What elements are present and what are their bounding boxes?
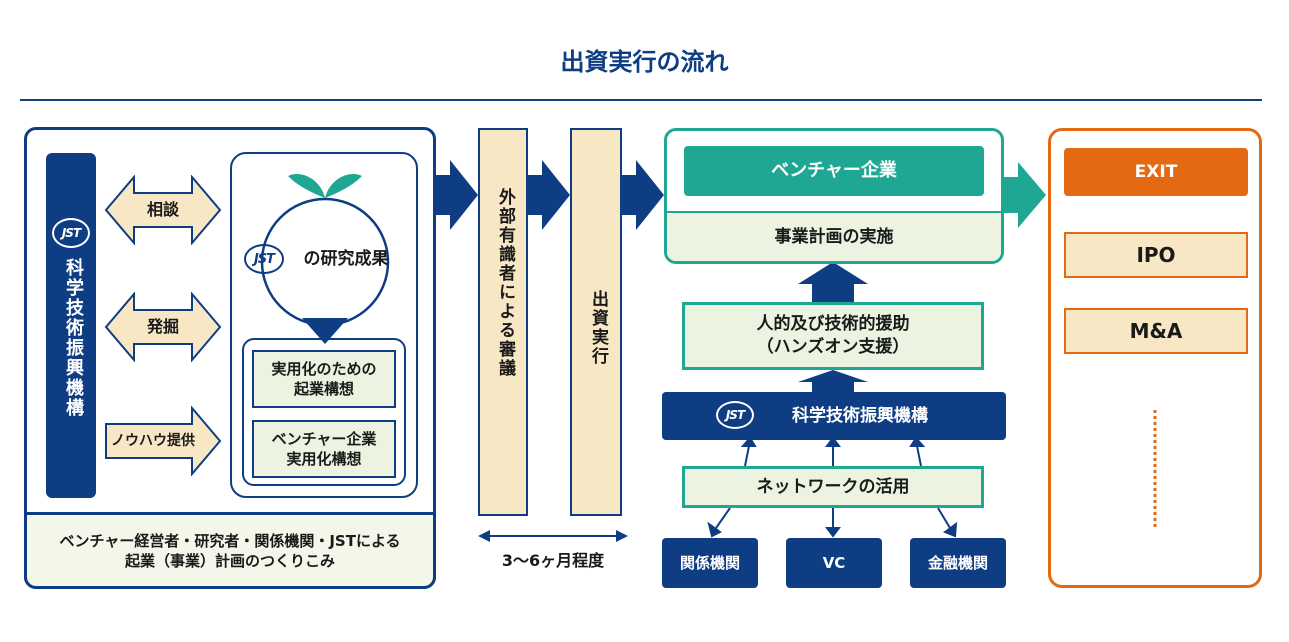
- duration-label: 3～6ヶ月程度: [501, 551, 605, 571]
- venture-header: ベンチャー企業: [684, 146, 984, 196]
- title-divider: [20, 99, 1262, 101]
- exit-header: EXIT: [1064, 148, 1248, 196]
- flow-arrow-1: [436, 160, 478, 230]
- research-result-title: の研究成果: [303, 248, 389, 269]
- research-result-panel: [230, 152, 418, 498]
- partner-vc: VC: [786, 538, 882, 588]
- jst-sidebar-label: 科学技術振興機構: [63, 258, 84, 418]
- discovery-arrow: [104, 292, 222, 362]
- venture-divider: [667, 211, 1001, 213]
- flow-arrow-2: [528, 160, 570, 230]
- research-jst-logo: JST: [244, 244, 284, 274]
- review-column: [478, 128, 528, 516]
- consult-label: 相談: [146, 200, 179, 220]
- plan-item-venture: ベンチャー企業 実用化構想: [252, 420, 396, 478]
- org-up-arrow: [798, 370, 868, 392]
- page-title: 出資実行の流れ: [560, 48, 729, 76]
- review-label: 外部有識者による審議: [495, 188, 515, 378]
- duration-arrow: [478, 530, 628, 542]
- flow-arrow-3: [622, 160, 664, 230]
- discovery-label: 発掘: [146, 317, 179, 337]
- org-jst-logo: JST: [716, 401, 754, 429]
- knowhow-arrow: [105, 406, 222, 476]
- research-seed-graphic: [260, 174, 390, 344]
- exit-panel: [1048, 128, 1262, 588]
- plan-item-startup: 実用化のための 起業構想: [252, 350, 396, 408]
- venture-panel: [664, 128, 1004, 264]
- network-links: [707, 436, 958, 538]
- bottom-note: ベンチャー経営者・研究者・関係機関・JSTによる 起業（事業）計画のつくりこみ: [59, 531, 401, 570]
- knowhow-label: ノウハウ提供: [111, 432, 195, 449]
- hands-on-support: 人的及び技術的援助 （ハンズオン支援）: [682, 302, 984, 370]
- bottom-note-box: [24, 512, 436, 589]
- network-utilization: ネットワークの活用: [682, 466, 984, 508]
- exit-option-ma: M&A: [1064, 308, 1248, 354]
- jst-logo: JST: [52, 218, 90, 248]
- research-jst-logo-text: JST: [253, 251, 275, 267]
- partner-financial: 金融機関: [910, 538, 1006, 588]
- jst-sidebar: [46, 153, 96, 498]
- partner-related-orgs: 関係機関: [662, 538, 758, 588]
- consult-arrow: [104, 175, 222, 245]
- flow-arrow-4: [1004, 162, 1046, 228]
- investment-column: [570, 128, 622, 516]
- plan-group: [242, 338, 406, 486]
- jst-logo-text: JST: [61, 226, 81, 240]
- support-up-arrow: [798, 262, 868, 302]
- org-jst-logo-text: JST: [725, 408, 745, 422]
- venture-plan: 事業計画の実施: [667, 213, 1001, 261]
- exit-option-ipo: IPO: [1064, 232, 1248, 278]
- org-name: 科学技術振興機構: [792, 405, 928, 426]
- investment-label: 出資実行: [588, 290, 608, 366]
